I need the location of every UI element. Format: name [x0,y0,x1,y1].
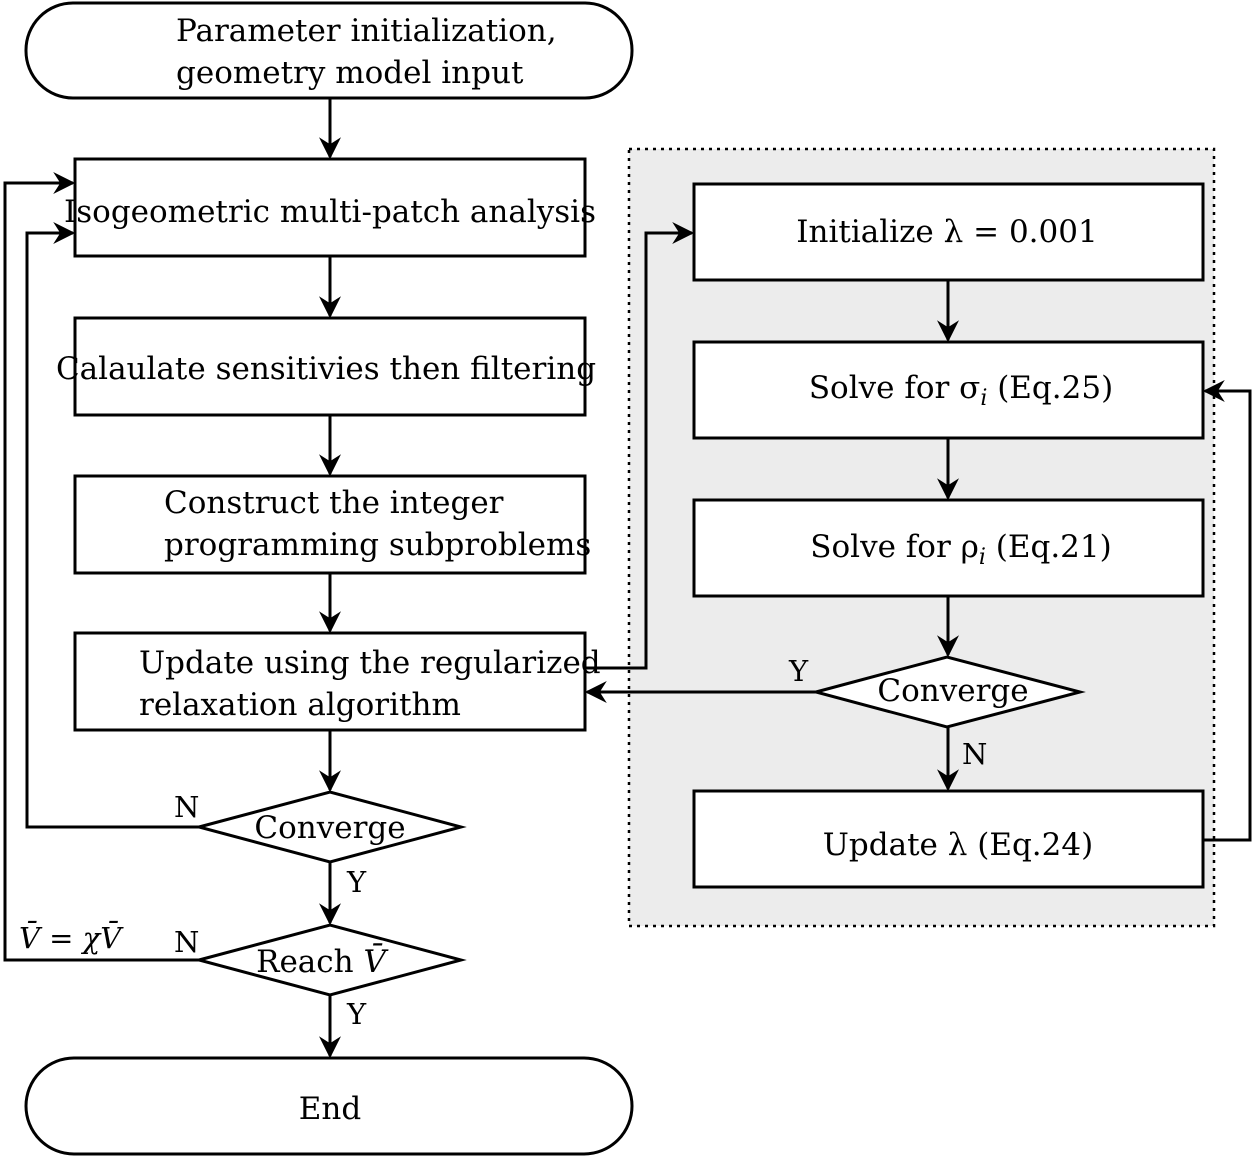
update-label-line1: Update using the regularized [139,645,601,681]
converge-sub-label: Converge [877,673,1028,709]
solve-sigma-box [692,340,1205,440]
sensitivity-box [73,316,587,417]
label-reach-no: N [174,925,199,959]
label-volume-update: V̄ = χV̄ [19,920,124,955]
end-label: End [299,1091,361,1127]
reach-volume-label: Reach V̄ [256,942,389,980]
update-label-line2: relaxation algorithm [139,687,461,723]
label-converge-sub-no: N [962,737,987,771]
label-converge-main-yes: Y [346,865,367,899]
converge-main-diamond [193,790,467,864]
construct-label-line1: Construct the integer [164,485,504,521]
init-lambda-label: Initialize λ = 0.001 [796,214,1097,250]
sensitivity-label: Calaulate sensitivies then filtering [56,351,596,387]
iga-analysis-label: Isogeometric multi-patch analysis [64,194,596,230]
update-lambda-label: Update λ (Eq.24) [823,827,1093,863]
edge-update-lambda-loop [1202,380,1252,842]
reach-volume-symbol: V̄ [363,942,389,980]
edge-update-to-subprocess [585,222,695,670]
edge-converge-no-loop [25,222,199,829]
converge-sub-diamond [810,655,1086,729]
converge-main-label: Converge [254,810,405,846]
label-converge-sub-yes: Y [788,654,809,688]
construct-subproblems-box [73,474,587,575]
label-reach-yes: Y [346,997,367,1031]
start-text-line2: geometry model input [176,55,524,91]
solve-rho-label: Solve for ρi (Eq.21) [810,529,1111,570]
edge-reach-no-loop [3,172,199,962]
construct-label-line2: programming subproblems [164,527,591,563]
start-text-line1: Parameter initialization, [176,13,557,49]
label-converge-main-no: N [174,790,199,824]
solve-sigma-label: Solve for σi (Eq.25) [809,370,1113,411]
reach-volume-diamond [193,923,467,997]
